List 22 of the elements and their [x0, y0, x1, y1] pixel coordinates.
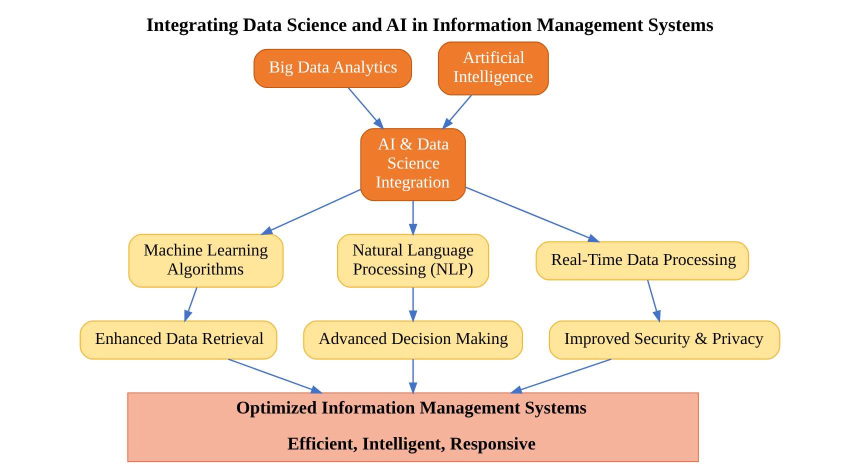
- arrow: [465, 186, 600, 242]
- arrow: [408, 200, 418, 236]
- arrow: [348, 87, 384, 130]
- arrow: [260, 188, 361, 236]
- arrow: [510, 358, 612, 394]
- node-box: Optimized Information Management Systems Efficient, Intelligent, Responsive: [127, 392, 699, 462]
- arrow: [184, 287, 198, 323]
- node-box: AI & Data Science Integration: [360, 128, 466, 202]
- arrow: [408, 359, 418, 395]
- arrow: [228, 358, 324, 394]
- arrow: [408, 288, 418, 323]
- node-box: Artificial Intelligence: [438, 42, 549, 96]
- arrow: [442, 94, 472, 130]
- node-box: Machine Learning Algorithms: [128, 234, 284, 288]
- diagram-title: Integrating Data Science and AI in Information Management Systems: [146, 14, 714, 36]
- node-box: Improved Security & Privacy: [548, 320, 780, 360]
- node-box: Big Data Analytics: [254, 48, 412, 88]
- node-box: Advanced Decision Making: [303, 320, 523, 360]
- node-box: Real-Time Data Processing: [536, 241, 750, 280]
- arrow: [647, 280, 661, 323]
- node-box: Natural Language Processing (NLP): [337, 234, 490, 288]
- node-box: Enhanced Data Retrieval: [80, 320, 278, 360]
